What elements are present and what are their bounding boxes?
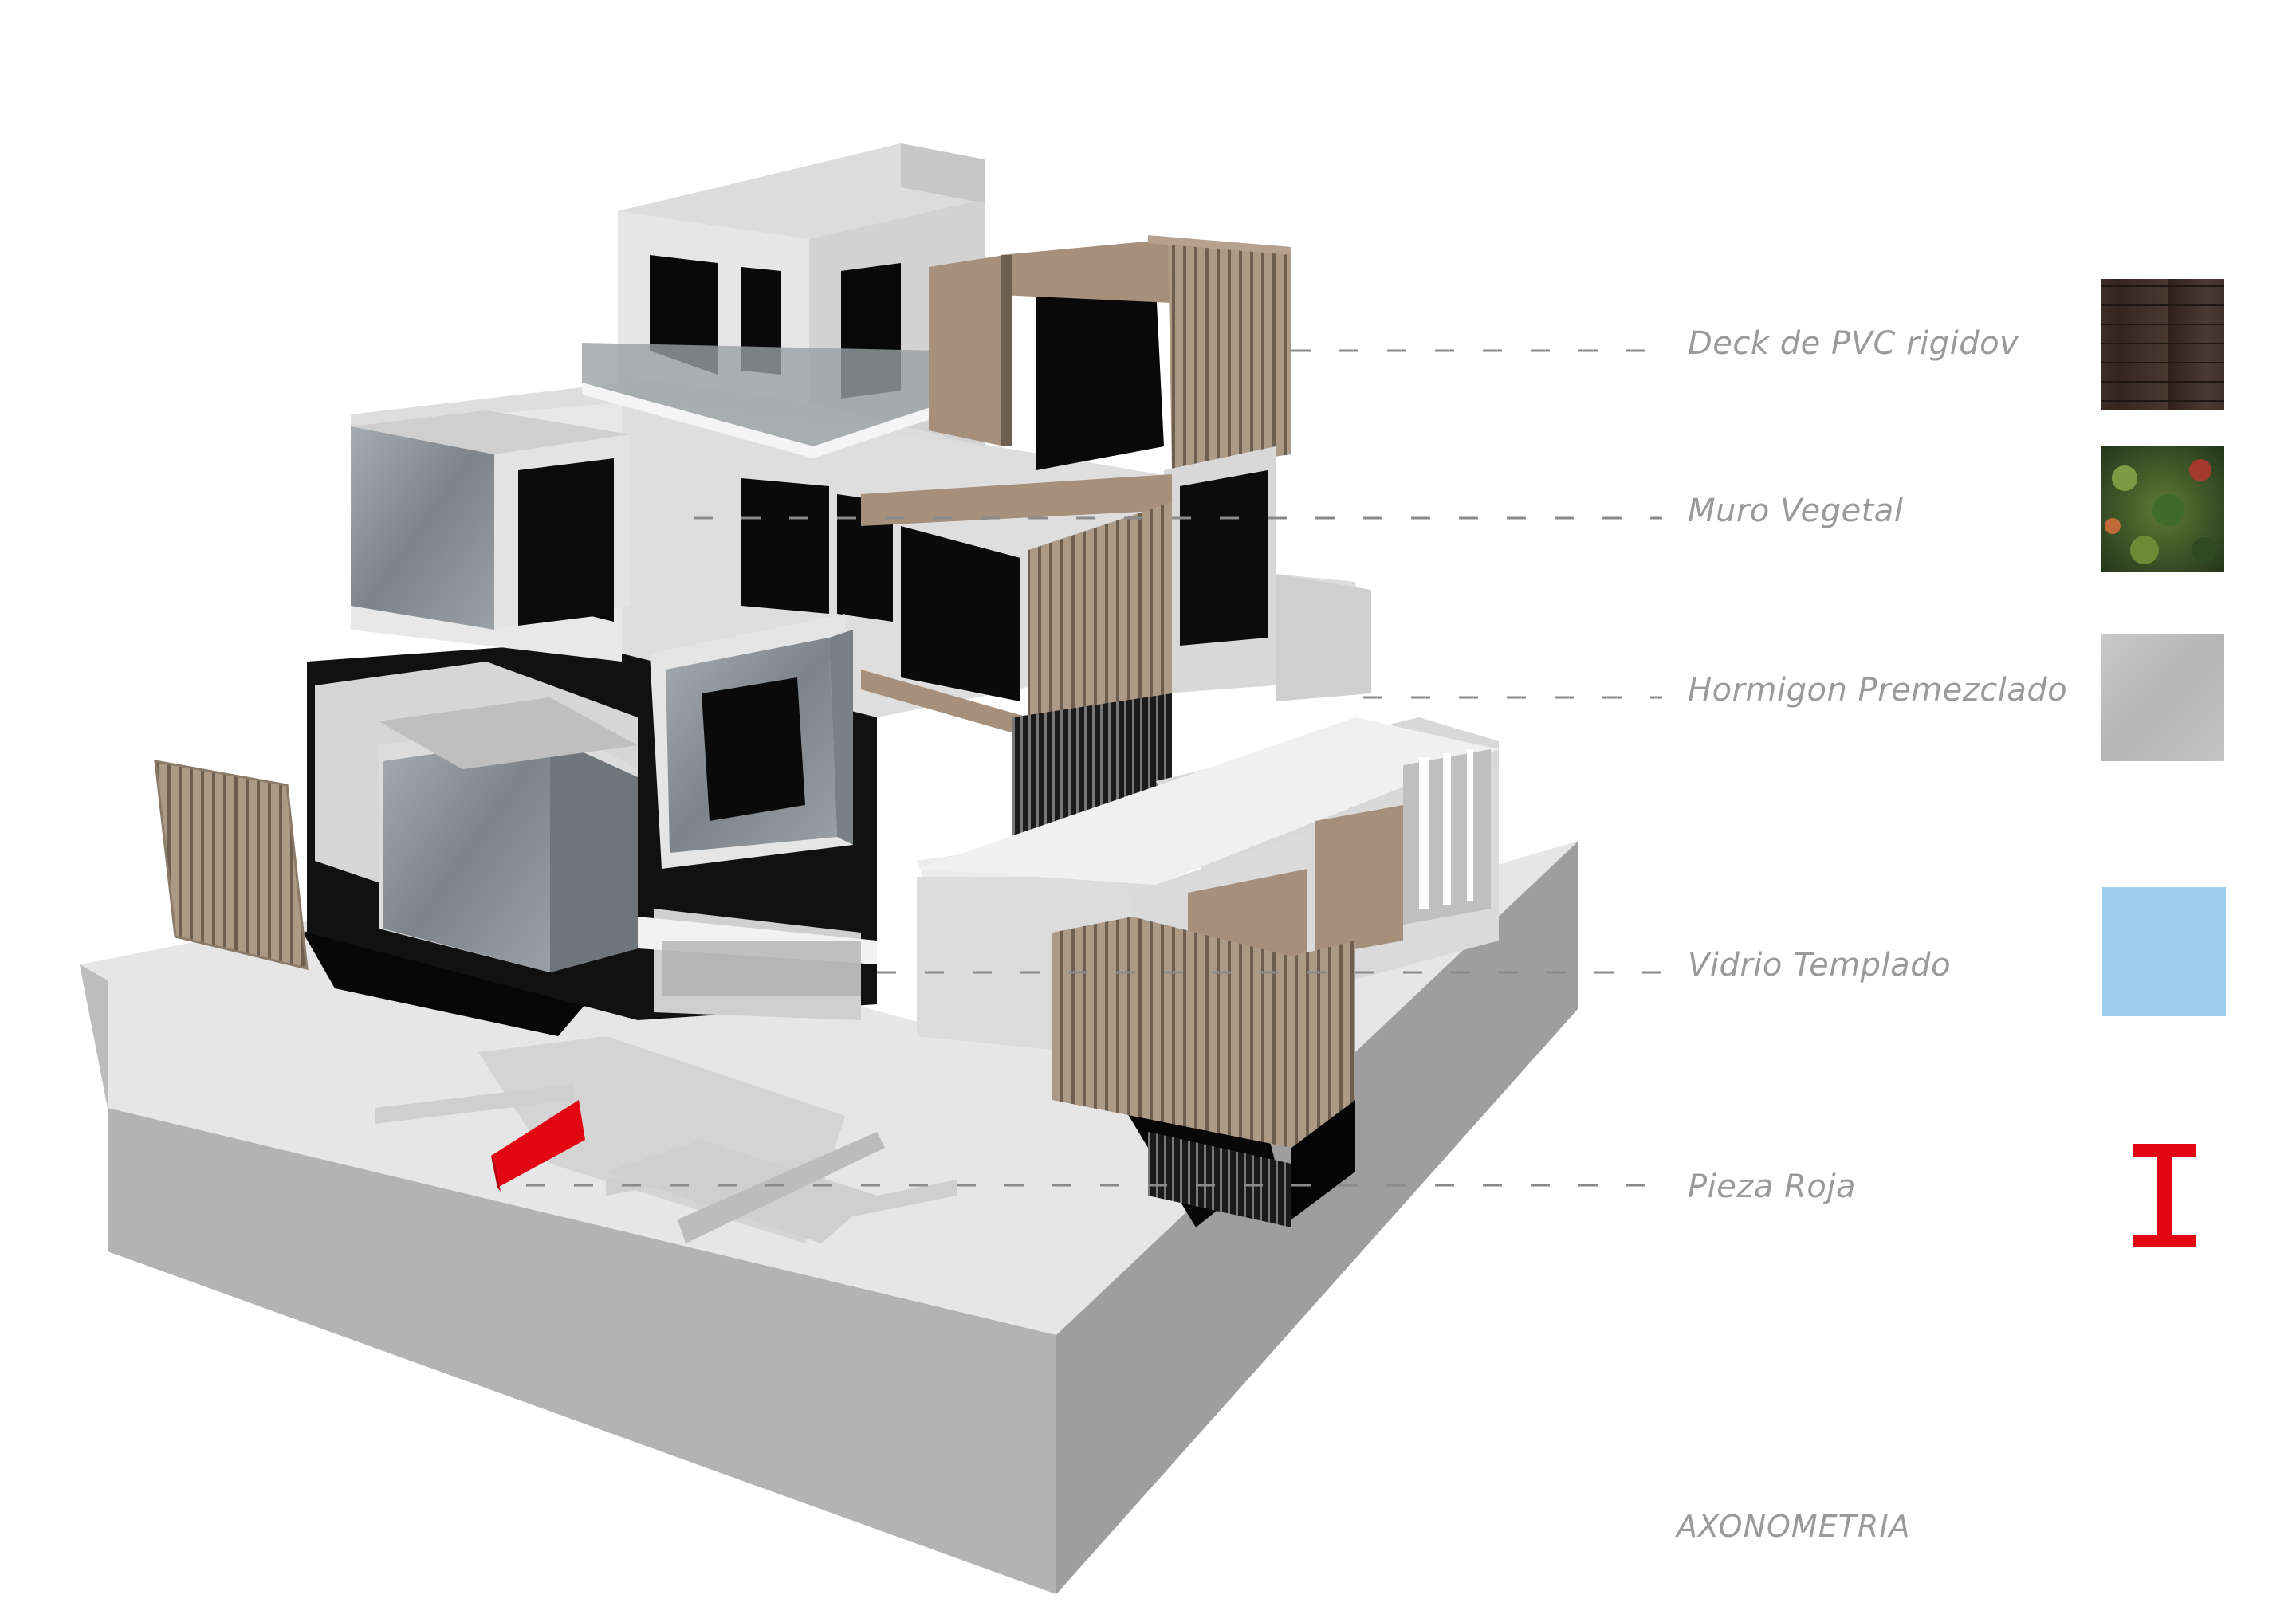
material-swatches xyxy=(2101,279,2226,1247)
green-wall-swatch xyxy=(2101,446,2224,572)
glass-swatch xyxy=(2102,887,2226,1016)
leader-lines xyxy=(526,349,1662,1187)
wood-frame-top-right xyxy=(929,235,1292,470)
glass-balcony-top xyxy=(582,343,981,458)
red-piece xyxy=(491,1100,585,1192)
wood-screen-left xyxy=(154,760,309,970)
concrete-box-lower-left xyxy=(379,697,638,972)
deck-swatch xyxy=(2101,279,2224,410)
legend-label-concrete: Hormigon Premezclado xyxy=(1688,672,2068,709)
legend-label-glass: Vidrio Templado xyxy=(1688,947,1952,984)
legend-label-red-piece: Pieza Roja xyxy=(1688,1168,1856,1205)
concrete-cube-upper-left xyxy=(351,410,630,630)
concrete-frame-center xyxy=(650,614,853,869)
drawing-caption: AXONOMETRIA xyxy=(1677,1509,1911,1544)
concrete-swatch xyxy=(2101,634,2224,761)
wood-screens-lower-right xyxy=(1052,805,1403,1227)
legend-label-green-wall: Muro Vegetal xyxy=(1688,493,1904,529)
legend-label-deck: Deck de PVC rigidov xyxy=(1688,325,2019,362)
ground-details xyxy=(375,1084,957,1243)
red-i-beam-icon xyxy=(2133,1144,2196,1247)
